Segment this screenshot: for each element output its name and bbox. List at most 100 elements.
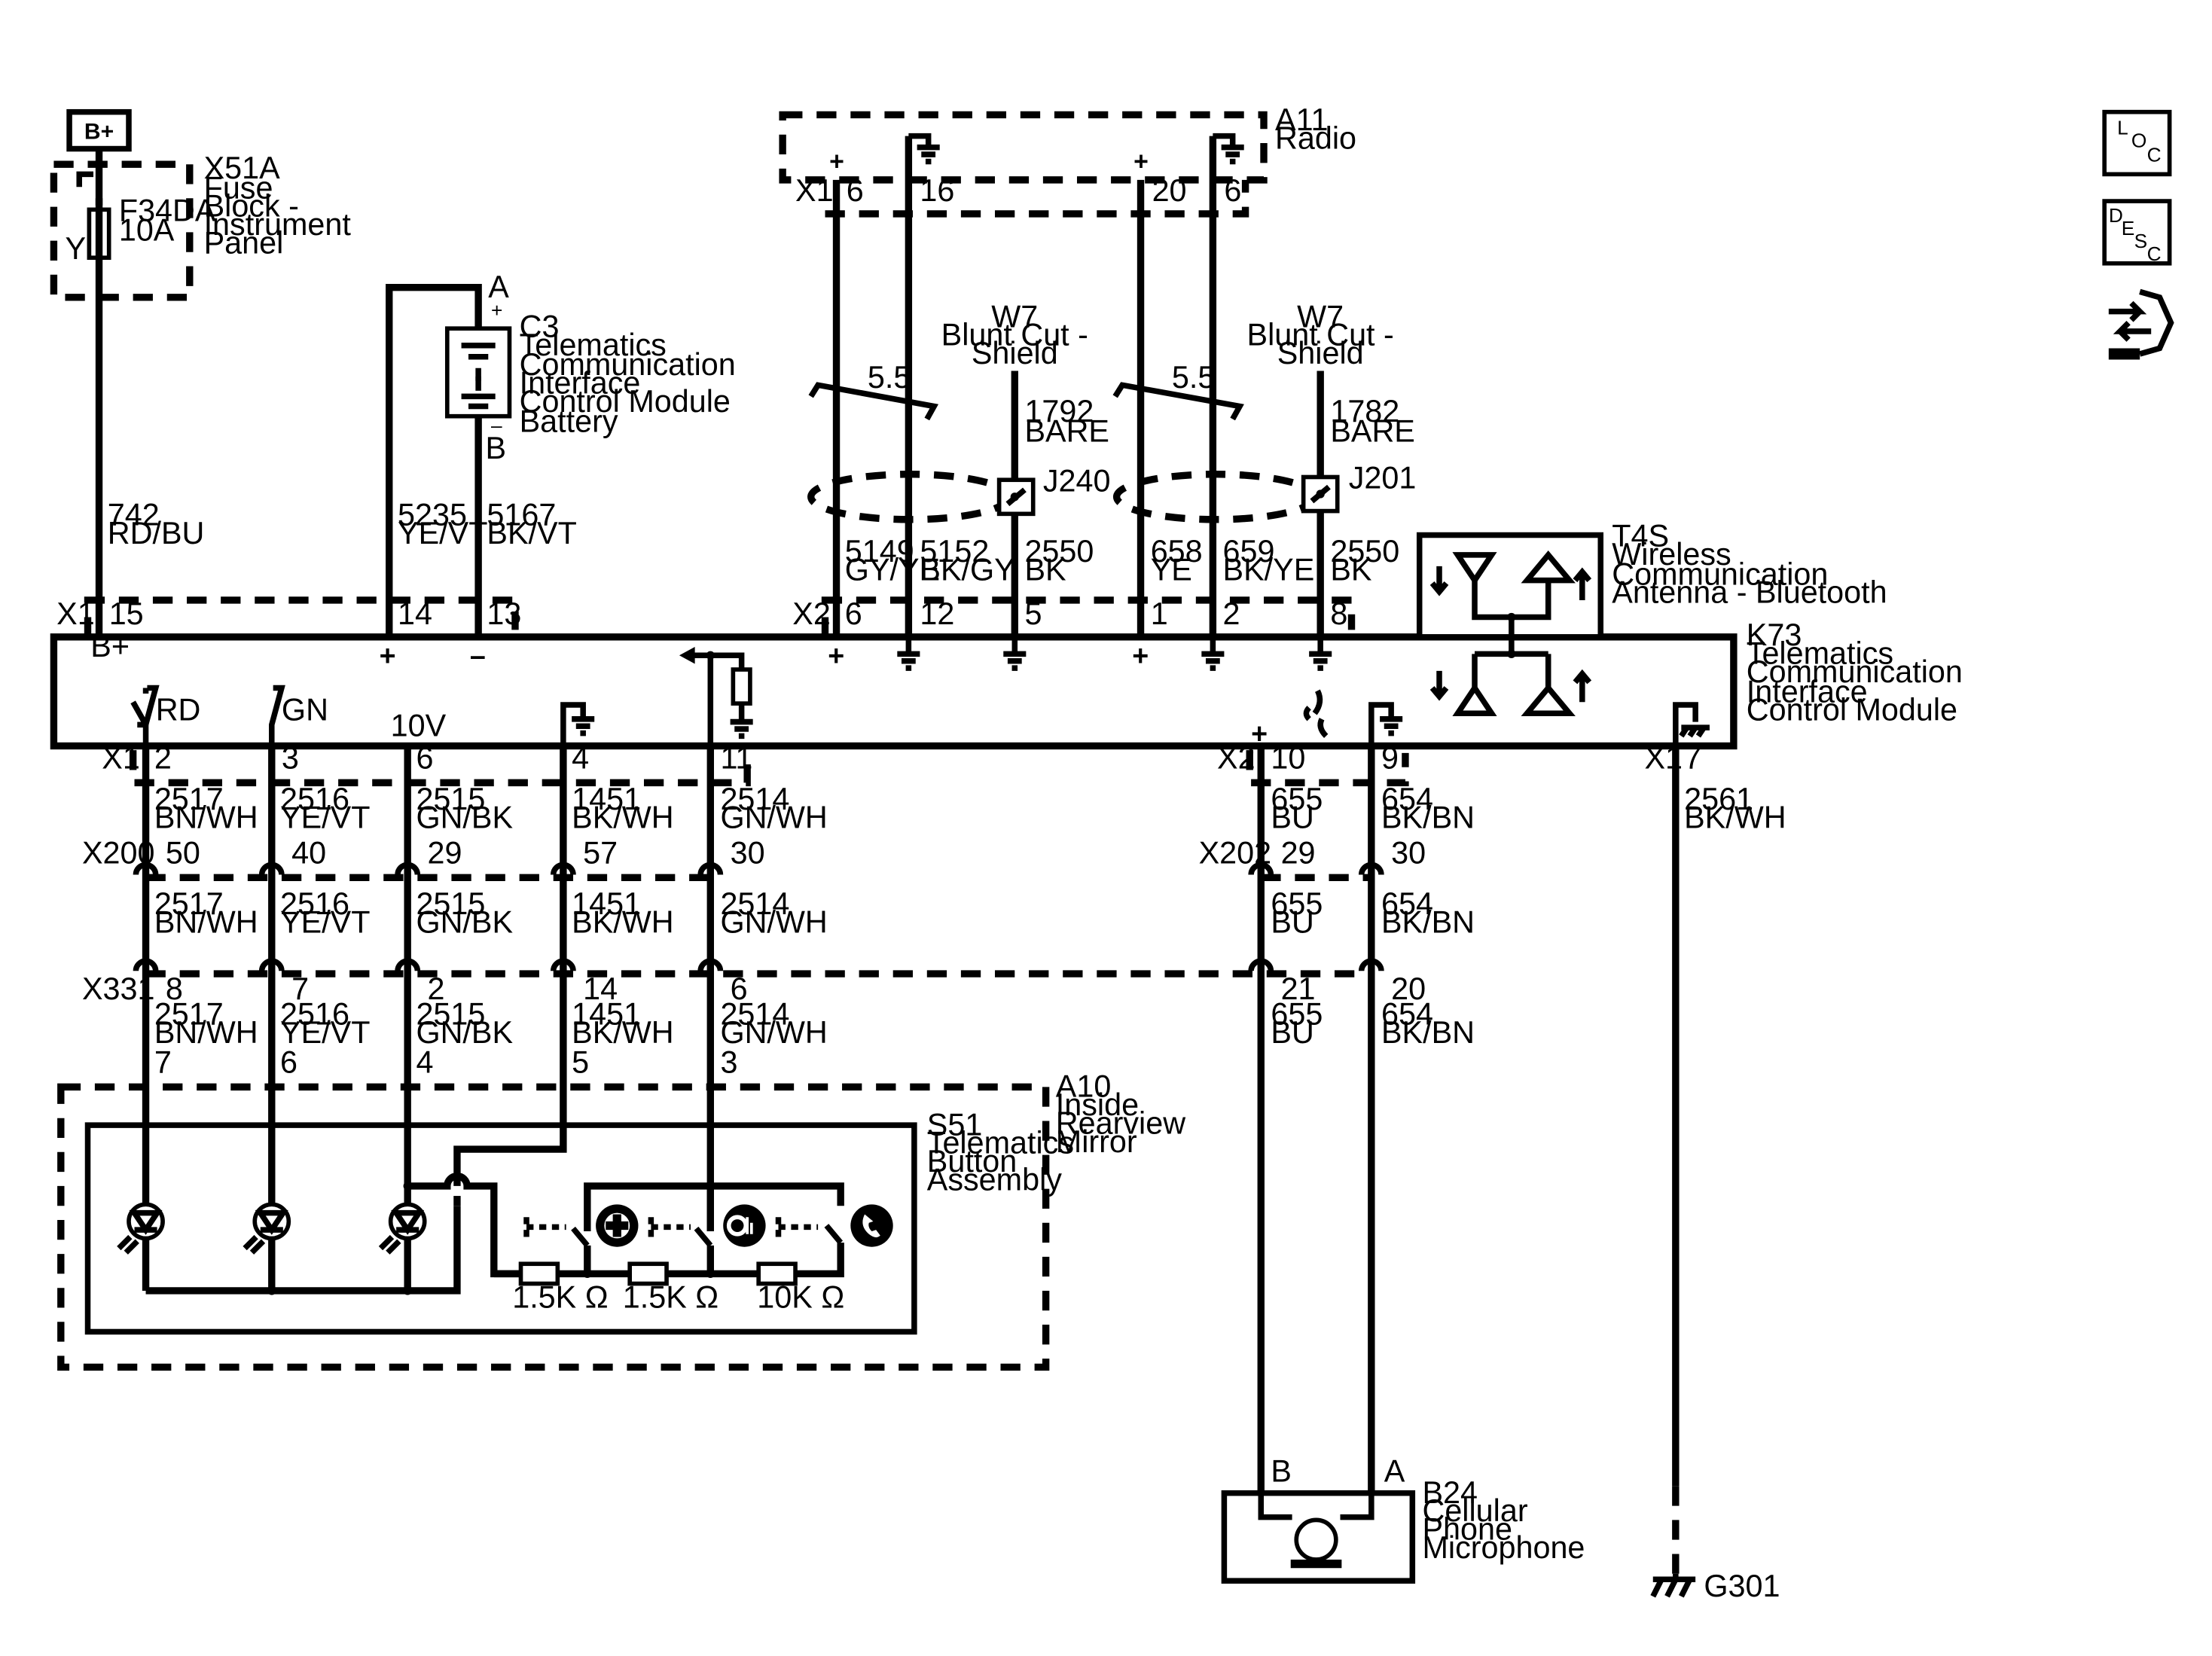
fuse-block-label: X51A Fuse Block - Instrument Panel: [204, 151, 352, 261]
desc-e: E: [2122, 217, 2135, 239]
b24-microphone: B A B24 Cellular Phone Microphone: [1221, 1454, 1585, 1584]
k73-x2-pin-12: 12: [920, 596, 954, 631]
k73-x2-pin-6: 6: [845, 596, 862, 631]
x331-pin-8: 8: [166, 971, 183, 1006]
k73-x2-top-connector: [821, 596, 1356, 637]
wire-654-r3c: BK/BN: [1381, 1015, 1475, 1050]
k73-line-3: Interface: [1747, 674, 1868, 709]
wire-2516-r3c: YE/VT: [280, 1015, 370, 1050]
loc-o: O: [2131, 130, 2146, 152]
s51-line-2: Button: [927, 1144, 1017, 1179]
twist-left-label: 5.5: [868, 360, 911, 395]
wire-2514-r2: 2514: [720, 886, 789, 921]
radio-outline: [779, 111, 1268, 184]
led-rd: [117, 1202, 165, 1255]
w7-left-line-0: W7: [991, 299, 1038, 334]
t4s-line-3: Antenna - Bluetooth: [1612, 575, 1887, 610]
k73-bottom-pins: 2 3 6 4 11 10 9 7: [154, 741, 1701, 776]
k73-b-pin-2: 2: [154, 741, 172, 776]
wire-2517-r1c: BN/WH: [154, 801, 258, 835]
wire-654-r1c: BK/BN: [1381, 801, 1475, 835]
k73-x2-pin-5: 5: [1024, 596, 1042, 631]
s51-button-assembly: [84, 1122, 917, 1335]
button-icons: [596, 1204, 893, 1247]
connector-cup: [697, 862, 724, 892]
bottom-wire-labels: 2517 BN/WH 2516 YE/VT 2515 GN/BK 1451 BK…: [154, 782, 1786, 1050]
resistor-2: 1.5K Ω: [623, 1280, 719, 1315]
wire-2561: 2561: [1684, 782, 1753, 816]
led-10v: [378, 1202, 427, 1255]
x200-pin-40: 40: [291, 835, 326, 870]
x51a-line-0: X51A: [204, 151, 281, 185]
connector-end-view-icon[interactable]: [2108, 288, 2174, 360]
desc-button[interactable]: D E S C: [2102, 199, 2172, 266]
a10-pin-7: 7: [154, 1045, 172, 1080]
svg-text:–: –: [470, 639, 486, 671]
connector-cup: [550, 958, 576, 988]
wire-1451-r1: 1451: [572, 782, 641, 816]
k73-pin-15: 15: [109, 596, 144, 631]
wire-2517-r2c: BN/WH: [154, 905, 258, 940]
b24-pin-b: B: [1271, 1454, 1292, 1489]
wire-655-r1: 655: [1271, 782, 1323, 816]
wire-2514-r2c: GN/WH: [720, 905, 827, 940]
a10-pin-3: 3: [720, 1045, 737, 1080]
wire-1451-r2: 1451: [572, 886, 641, 921]
x51a-line-2: Block -: [204, 189, 299, 224]
radio-x1-label: X1: [795, 173, 834, 208]
k73-x2-pin-2: 2: [1223, 596, 1240, 631]
bplus-label: B+: [84, 119, 114, 144]
x51a-line-3: Instrument: [204, 207, 352, 242]
c3-pin-a: A: [488, 270, 509, 304]
svg-text:+: +: [1251, 718, 1268, 749]
a10-pins: 7 6 4 5 3: [154, 1045, 738, 1080]
x51a-line-4: Panel: [204, 226, 284, 261]
k73-b-pin-4: 4: [572, 741, 589, 776]
w5235-color: YE/VT: [398, 516, 487, 550]
w5149-color: GY/YE: [845, 553, 940, 587]
connector-cup: [395, 958, 421, 988]
w2550a-num: 2550: [1024, 534, 1094, 569]
x331-pins: 8 7 2 14 6 21 20: [166, 971, 1426, 1006]
wire-655-r3: 655: [1271, 997, 1323, 1032]
fuse-name: F34DA: [119, 193, 216, 227]
fuse-rating: 10A: [119, 213, 175, 248]
wire-655-r2: 655: [1271, 886, 1323, 921]
radio-x1-connector: [825, 179, 1249, 218]
b24-pin-a: A: [1384, 1454, 1405, 1489]
k73-line-4: Control Module: [1747, 693, 1957, 727]
w1792-num: 1792: [1024, 394, 1094, 428]
t4s-antenna: T4S Wireless Communication Antenna - Blu…: [1416, 519, 1887, 717]
c3-line-3: Interface: [520, 366, 641, 401]
desc-c: C: [2147, 242, 2162, 265]
k73-line-0: K73: [1747, 618, 1802, 652]
g301-label: G301: [1704, 1569, 1780, 1603]
a10-pin-6: 6: [280, 1045, 297, 1080]
wire-2561c: BK/WH: [1684, 801, 1786, 835]
x202-pin-30: 30: [1391, 835, 1426, 870]
k73-x1-bottom-connector: [129, 750, 751, 787]
twist-left-marker: [808, 382, 939, 421]
radio-pin-6b: 6: [1224, 173, 1241, 208]
w658-num: 658: [1151, 534, 1203, 569]
wire-2515-r3: 2515: [416, 997, 485, 1032]
k73-x1-top-label: X1: [56, 596, 95, 631]
radio-ground-symbols: [908, 133, 1244, 165]
wire-2516-r3: 2516: [280, 997, 349, 1032]
w7-right-line-0: W7: [1297, 299, 1344, 334]
fuse-f34da: F34DA 10A Y: [65, 148, 216, 284]
wire-2515-r1: 2515: [416, 782, 485, 816]
wire-1451-r3c: BK/WH: [572, 1015, 673, 1050]
loc-button[interactable]: L O C: [2102, 109, 2172, 177]
w2550b-num: 2550: [1330, 534, 1399, 569]
a10-line-0: A10: [1056, 1069, 1112, 1104]
connector-cups: [133, 862, 1384, 988]
wire-2514-r1c: GN/WH: [720, 801, 827, 835]
wire-655-r2c: BU: [1271, 905, 1313, 940]
connector-cup: [258, 958, 285, 988]
x331-pin-2: 2: [427, 971, 444, 1006]
k73-b-pin-3: 3: [282, 741, 299, 776]
x202-pin-29: 29: [1281, 835, 1316, 870]
w2550b-color: BK: [1330, 553, 1372, 587]
